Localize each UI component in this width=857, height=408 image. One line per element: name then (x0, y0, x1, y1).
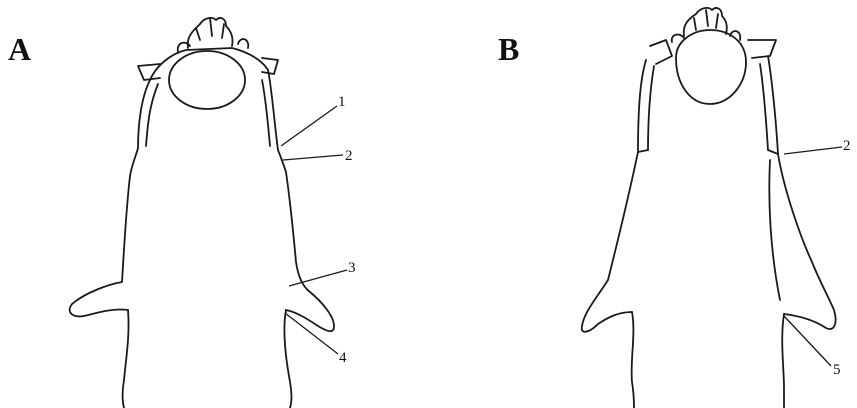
panel-a-letter: A (8, 31, 31, 67)
callout-b-5: 5 (784, 316, 841, 378)
panel-b-drawing (582, 8, 836, 408)
panel-b-letter: B (498, 31, 519, 67)
callout-label: 2 (843, 138, 851, 154)
callout-label: 1 (338, 94, 346, 110)
callout-label: 3 (348, 260, 356, 276)
panel-b: B (498, 8, 851, 408)
callout-label: 4 (339, 350, 347, 366)
callout-a-1: 1 (281, 94, 346, 146)
panel-a-drawing (70, 18, 334, 408)
callout-a-2: 2 (283, 148, 353, 164)
callout-b-2: 2 (784, 138, 851, 154)
callout-a-4: 4 (285, 313, 347, 366)
callout-label: 2 (345, 148, 353, 164)
panel-a: A (8, 18, 356, 408)
callout-label: 5 (833, 362, 841, 378)
